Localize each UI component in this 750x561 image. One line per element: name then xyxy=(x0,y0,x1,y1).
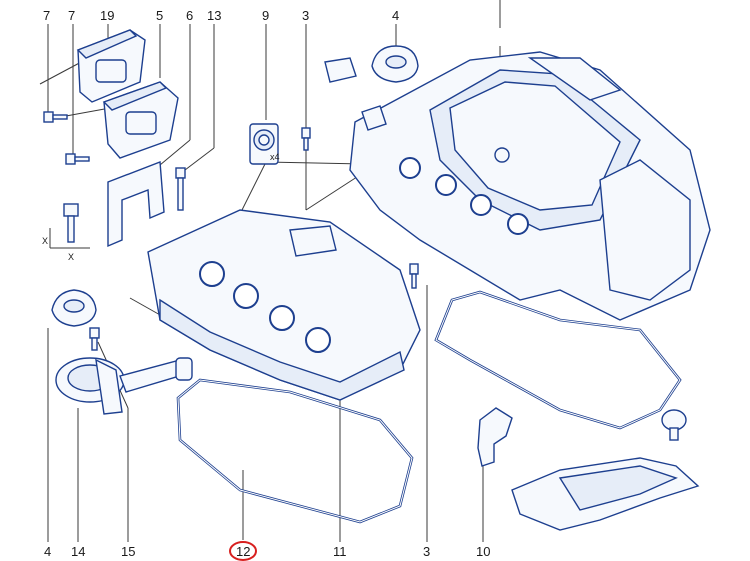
callout-10: 10 xyxy=(476,544,490,559)
axis-x-top: X xyxy=(42,236,48,246)
ignition-cover-5 xyxy=(102,81,179,159)
callout-12: 12 xyxy=(236,544,250,559)
bolt-7-a xyxy=(43,111,68,123)
callout-13: 13 xyxy=(207,8,221,23)
seal-ring xyxy=(249,123,279,165)
bolt-7-b xyxy=(65,153,90,165)
callout-6: 6 xyxy=(186,8,193,23)
callouts-top: 7 7 19 5 6 13 9 3 4 xyxy=(43,8,399,23)
grommet xyxy=(661,409,687,441)
callout-4-top: 4 xyxy=(392,8,399,23)
camshaft-cover xyxy=(147,209,421,401)
clip-10 xyxy=(477,407,513,467)
rocker-cover-gasket xyxy=(434,290,682,430)
callout-4-bottom: 4 xyxy=(44,544,51,559)
callout-7-b: 7 xyxy=(68,8,75,23)
leader-lines xyxy=(39,0,501,542)
callout-3-bottom: 3 xyxy=(423,544,430,559)
axis-marker-icon xyxy=(49,203,90,249)
seal-qty-label: x4 xyxy=(270,152,280,162)
screw-15 xyxy=(89,327,100,351)
oil-filler-cap-top xyxy=(371,45,419,83)
ignition-cover-19 xyxy=(76,29,146,103)
oil-filler-cap-bottom xyxy=(51,289,97,327)
bracket-6 xyxy=(107,161,165,248)
gasket-12[interactable] xyxy=(176,378,414,524)
oil-separator-14 xyxy=(55,357,193,415)
callout-19: 19 xyxy=(100,8,114,23)
breather-connector xyxy=(324,57,387,131)
rocker-cover-assembly xyxy=(349,51,711,321)
callouts-bottom: 4 14 15 12 11 3 10 xyxy=(44,541,490,561)
heat-shield xyxy=(511,457,700,531)
highlight-ring xyxy=(229,541,257,561)
callout-3-top: 3 xyxy=(302,8,309,23)
axis-x-bottom: X xyxy=(68,252,74,262)
callout-11: 11 xyxy=(333,544,347,559)
callout-15: 15 xyxy=(121,544,135,559)
bolt-top xyxy=(301,127,311,151)
callout-14: 14 xyxy=(71,544,85,559)
callout-7-a: 7 xyxy=(43,8,50,23)
callout-9: 9 xyxy=(262,8,269,23)
bolt-13 xyxy=(175,167,186,211)
callout-5: 5 xyxy=(156,8,163,23)
bolt-3-bottom xyxy=(409,263,419,289)
